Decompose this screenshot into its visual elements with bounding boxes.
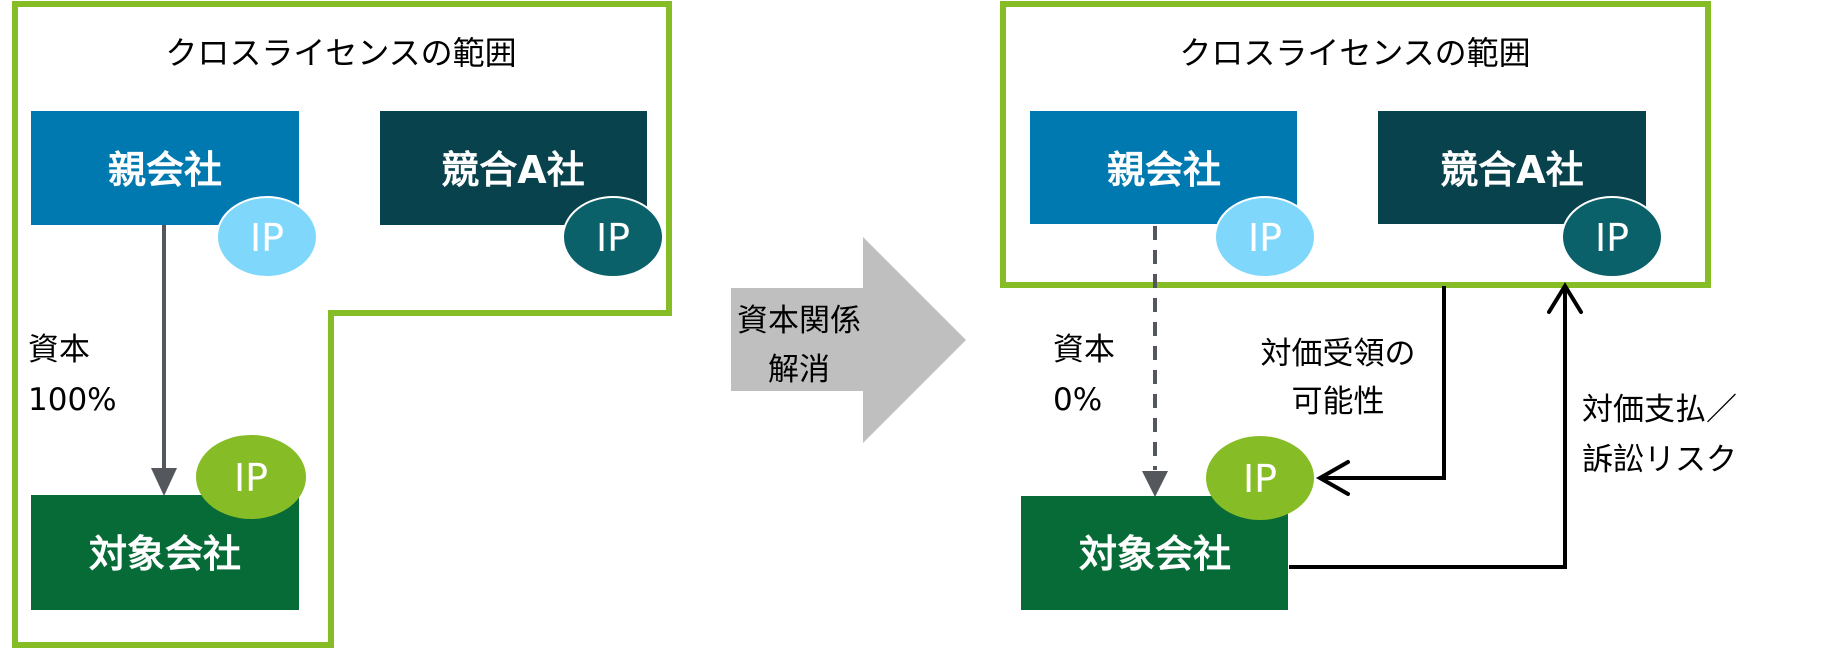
after-competitor-label: 競合A社	[1440, 148, 1583, 192]
transition-label-1: 資本関係	[737, 303, 861, 339]
before-scope-border	[12, 1, 672, 648]
before-competitor-label: 競合A社	[441, 148, 584, 192]
after-parent-ip-label: IP	[1248, 216, 1282, 260]
receive-flow-arrowhead	[1315, 460, 1350, 496]
before-target-ip-badge[interactable]	[196, 435, 306, 519]
after-panel: クロスライセンスの範囲 親会社 資本 0% IP 競合A社 IP 対価受領の 可…	[1000, 1, 1737, 610]
transition-label-2: 解消	[768, 352, 830, 388]
pay-flow-arrowhead	[1547, 282, 1583, 314]
before-competitor-ip-label: IP	[596, 216, 630, 260]
before-parent-ip-label: IP	[250, 216, 284, 260]
receive-label-2: 可能性	[1292, 384, 1385, 420]
before-target-ip-label: IP	[234, 456, 268, 500]
before-parent-ip-badge[interactable]	[216, 196, 318, 278]
pay-label-2: 訴訟リスク	[1582, 442, 1737, 478]
before-scope-title: クロスライセンスの範囲	[165, 34, 516, 72]
after-competitor-ip-label: IP	[1595, 216, 1629, 260]
after-parent-label: 親会社	[1107, 148, 1221, 192]
after-scope-border	[1000, 1, 1711, 288]
after-capital-label-2: 0%	[1053, 382, 1102, 418]
before-capital-label-2: 100%	[28, 382, 117, 418]
pay-label-1: 対価支払／	[1582, 392, 1737, 428]
after-competitor-ip-badge[interactable]	[1561, 196, 1663, 278]
transition-arrow-shape	[731, 237, 966, 443]
before-panel: クロスライセンスの範囲 親会社 資本 100% IP 競合A社 IP 対象会社 …	[12, 1, 672, 648]
before-capital-arrowhead	[151, 468, 177, 496]
after-target-label: 対象会社	[1079, 532, 1231, 576]
receive-flow-arrow	[1320, 286, 1446, 480]
after-target-ip-badge[interactable]	[1206, 436, 1314, 520]
after-scope-title: クロスライセンスの範囲	[1179, 34, 1530, 72]
after-capital-arrowhead	[1142, 471, 1168, 497]
before-parent-label: 親会社	[108, 148, 222, 192]
after-capital-label-1: 資本	[1053, 332, 1115, 368]
receive-label-1: 対価受領の	[1261, 336, 1416, 372]
before-capital-label-1: 資本	[28, 332, 90, 368]
pay-flow-arrow	[1289, 287, 1567, 569]
after-target-ip-label: IP	[1243, 457, 1277, 501]
before-target-label: 対象会社	[89, 532, 241, 576]
transition-arrow: 資本関係 解消	[731, 237, 966, 443]
after-parent-ip-badge[interactable]	[1214, 196, 1316, 278]
before-competitor-ip-badge[interactable]	[562, 196, 664, 278]
